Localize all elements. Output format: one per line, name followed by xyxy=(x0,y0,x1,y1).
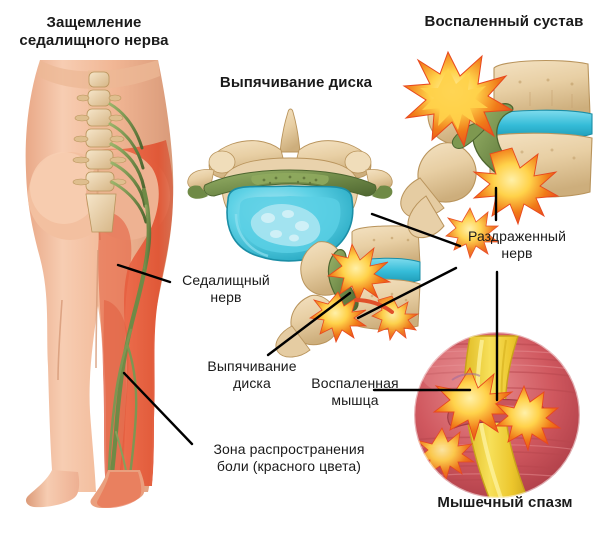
joint-flare xyxy=(402,50,514,148)
nerve-roots-axial xyxy=(187,169,393,199)
posterior-body-view xyxy=(25,60,174,508)
label-irritated-nerve: Раздраженный нерв xyxy=(467,228,567,261)
spine xyxy=(72,70,127,233)
title-disc-protrusion: Выпячивание диска xyxy=(219,74,373,91)
label-sciatic-nerve: Седалищный нерв xyxy=(182,272,270,305)
leader-pain-zone xyxy=(122,371,194,446)
disc-protrusion-lateral xyxy=(275,225,421,358)
label-disc-protrusion: Выпячивание диска xyxy=(207,358,297,391)
leader-irritated-nerve-lower xyxy=(356,266,458,320)
leader-sciatic-nerve xyxy=(116,263,172,284)
label-pain-zone: Зона распространения боли (красного цвет… xyxy=(213,441,365,474)
leader-lines xyxy=(116,186,499,446)
title-inflamed-joint: Воспаленный сустав xyxy=(424,13,584,30)
title-muscle-spasm: Мышечный спазм xyxy=(437,494,573,511)
pain-flare-lateral xyxy=(308,242,420,344)
label-inflamed-muscle: Воспаленная мышца xyxy=(311,375,399,408)
leader-disc-protrusion xyxy=(266,291,352,357)
disc-protrusion-axial xyxy=(187,108,393,262)
sciatic-nerve-path xyxy=(107,102,152,487)
title-sciatic-pinch: Защемление седалищного нерва xyxy=(19,14,169,49)
leader-irritated-nerve-upper xyxy=(370,212,462,248)
